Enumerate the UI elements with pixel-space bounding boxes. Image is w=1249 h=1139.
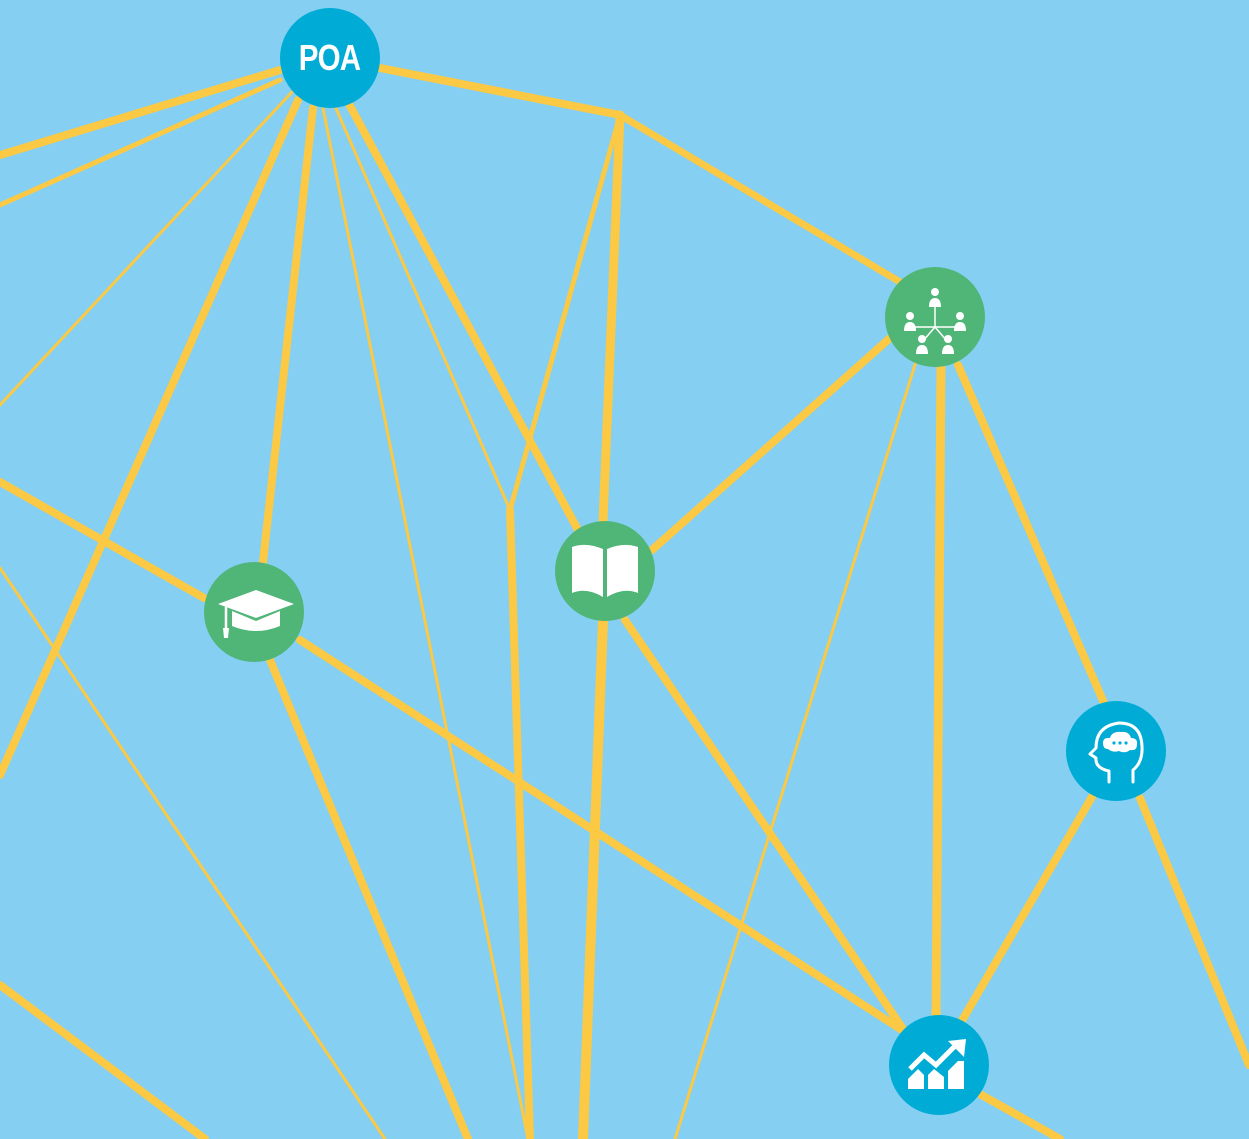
connector-line xyxy=(931,363,946,1020)
connector-line xyxy=(956,786,1100,1028)
connector-line xyxy=(376,64,624,119)
connector-line xyxy=(578,615,608,1139)
connector-line xyxy=(345,100,582,534)
connector-line xyxy=(673,353,920,1139)
connector-line xyxy=(0,478,208,602)
network-node xyxy=(885,267,985,367)
connector-line xyxy=(954,361,1108,707)
connector-line xyxy=(0,981,209,1139)
growth-node xyxy=(889,1015,989,1115)
connector-line xyxy=(1136,794,1249,1069)
poa-label: POA xyxy=(299,37,361,78)
connector-line xyxy=(0,77,283,208)
connector-line xyxy=(648,334,894,554)
graduation-cap-icon xyxy=(218,590,294,638)
connector-line xyxy=(0,90,294,407)
graduation-node xyxy=(204,562,304,662)
head-thought-icon xyxy=(1088,721,1144,784)
open-book-icon xyxy=(572,544,638,597)
mind-node xyxy=(1066,701,1166,801)
book-node xyxy=(555,521,655,621)
poa-node: POA xyxy=(280,8,380,108)
connector-line xyxy=(0,566,387,1139)
connector-line xyxy=(333,104,512,512)
connector-line xyxy=(266,656,472,1139)
people-network-icon xyxy=(904,288,966,354)
connector-line xyxy=(974,1089,1064,1139)
connector-line xyxy=(321,106,530,1139)
connector-line xyxy=(616,111,904,286)
connector-line xyxy=(259,104,317,566)
connector-line xyxy=(507,112,623,513)
connector-line xyxy=(0,96,302,779)
connector-line xyxy=(621,616,909,1036)
connector-line xyxy=(0,66,284,159)
connector-line xyxy=(506,506,534,1139)
growth-chart-icon xyxy=(908,1039,966,1089)
connector-line xyxy=(296,636,909,1036)
connector-line xyxy=(598,110,625,526)
